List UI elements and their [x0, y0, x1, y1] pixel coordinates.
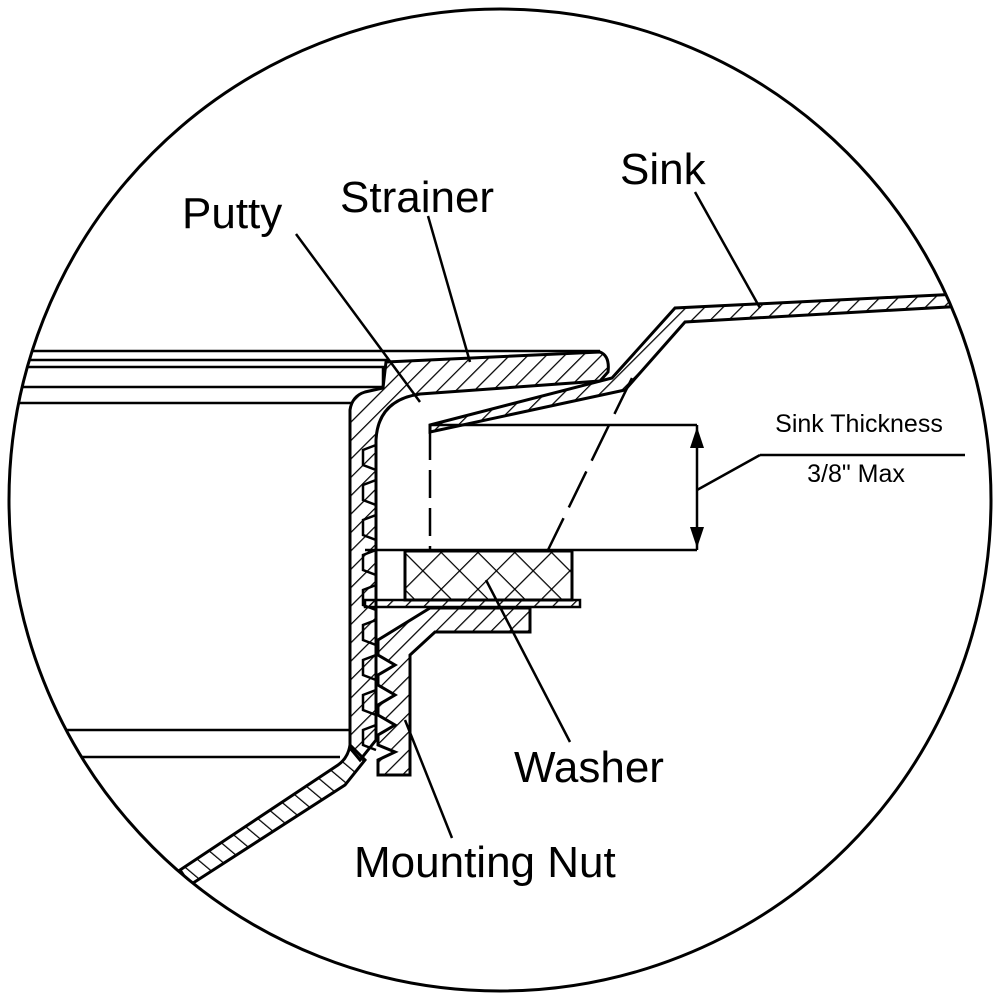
- label-strainer: Strainer: [340, 173, 494, 222]
- threads: [361, 443, 378, 752]
- mounting-nut: [376, 606, 532, 777]
- label-mounting-nut: Mounting Nut: [354, 838, 616, 887]
- sink-basin: [428, 290, 991, 434]
- drain-body: [9, 728, 368, 888]
- dimension-arrow: [690, 427, 704, 548]
- detail-circle: [7, 7, 993, 993]
- label-washer: Washer: [514, 743, 664, 792]
- washer: [403, 549, 574, 602]
- washer-strip: [363, 598, 582, 609]
- leader-lines: [294, 191, 965, 839]
- dimension-title: Sink Thickness: [775, 410, 943, 438]
- dimension-value: 3/8" Max: [807, 460, 905, 488]
- label-putty: Putty: [182, 189, 282, 238]
- label-sink: Sink: [620, 145, 707, 194]
